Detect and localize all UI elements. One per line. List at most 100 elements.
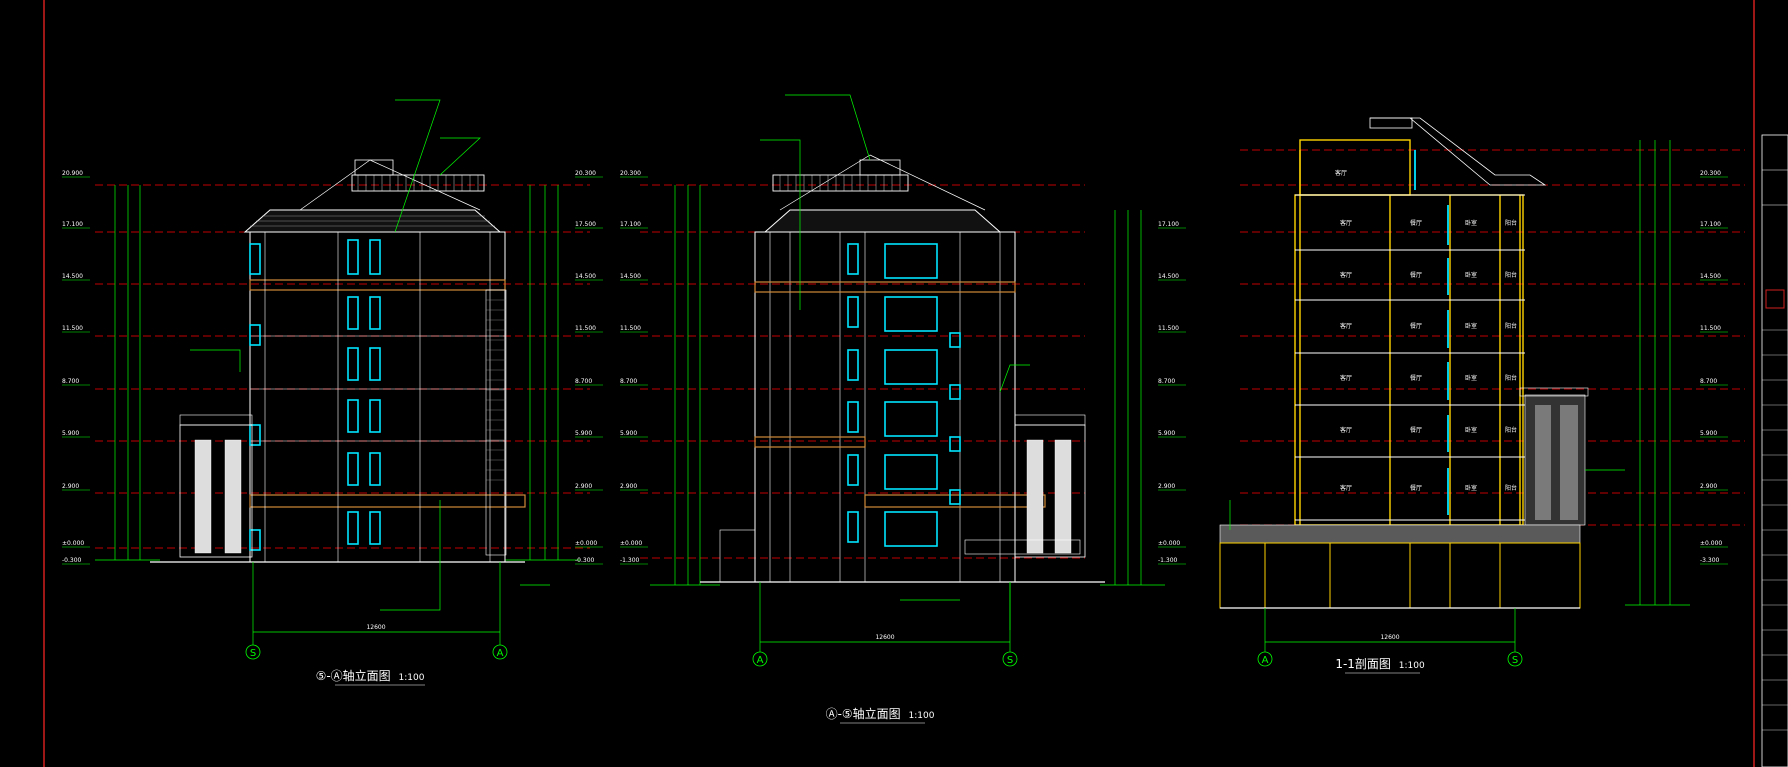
axis-bubble-left [752, 651, 768, 667]
title-text: Ⓐ-⑤轴立面图 [826, 706, 901, 721]
drawing-title: 1-1剖面图 1:100 [1335, 657, 1425, 671]
title-text: ⑤-Ⓐ轴立面图 [316, 668, 391, 683]
room-label: 餐厅 [1410, 219, 1422, 227]
room-label: 阳台 [1505, 426, 1517, 434]
room-label: 卧室 [1465, 271, 1477, 279]
level-label: 11.500 [620, 325, 641, 332]
level-label: -1.300 [1158, 557, 1178, 564]
drawing-title: Ⓐ-⑤轴立面图 1:100 [826, 706, 935, 721]
title-scale: 1:100 [398, 673, 424, 683]
axis-bubble-right [1507, 651, 1523, 667]
level-label: -0.300 [575, 557, 595, 564]
axis-label-left: S [250, 648, 256, 659]
level-lines [1240, 149, 1745, 526]
room-label: 阳台 [1505, 322, 1517, 330]
overall-dimension: 12600 [366, 624, 385, 631]
elevation-a-s: 12600 A S Ⓐ-⑤轴立面图 1:100 [640, 94, 1165, 724]
drawing-frame [43, 0, 1755, 767]
section-walls [1294, 139, 1524, 526]
level-lines [640, 184, 1085, 559]
room-label: 客厅 [1340, 271, 1352, 279]
level-label: 8.700 [1158, 378, 1175, 385]
room-label: 餐厅 [1410, 322, 1422, 330]
dimension-chain-left [650, 185, 720, 586]
level-label: 11.500 [1700, 325, 1721, 332]
level-label: 17.100 [620, 221, 641, 228]
room-label: 卧室 [1465, 426, 1477, 434]
level-label: ±0.000 [1158, 540, 1180, 547]
title-text: 1-1剖面图 [1335, 657, 1391, 671]
room-label: 卧室 [1465, 374, 1477, 382]
level-label: 2.900 [62, 483, 79, 490]
room-label: 餐厅 [1410, 374, 1422, 382]
axis-bubble-left [245, 644, 261, 660]
title-scale: 1:100 [908, 711, 934, 721]
elevation-s-a: 12600 S A ⑤-Ⓐ轴立面图 1:100 [95, 99, 590, 686]
level-label: -0.300 [62, 557, 82, 564]
level-label: 8.700 [575, 378, 592, 385]
dimension-chain-right [505, 185, 580, 561]
room-label: 卧室 [1465, 219, 1477, 227]
room-label: 客厅 [1340, 322, 1352, 330]
level-label: 14.500 [62, 273, 83, 280]
room-label: 客厅 [1340, 426, 1352, 434]
room-label: 餐厅 [1410, 271, 1422, 279]
low-wing [1014, 424, 1086, 558]
level-label: 11.500 [62, 325, 83, 332]
level-label: 2.900 [575, 483, 592, 490]
room-label: 客厅 [1340, 484, 1352, 492]
level-label: 5.900 [620, 430, 637, 437]
axis-bubble-right [1002, 651, 1018, 667]
level-label: 20.900 [62, 170, 83, 177]
level-label: -1.300 [620, 557, 640, 564]
level-label: 17.100 [1700, 221, 1721, 228]
level-label: 8.700 [1700, 378, 1717, 385]
axis-label-right: A [497, 648, 504, 659]
level-label: ±0.000 [62, 540, 84, 547]
dimension-chain-left [95, 185, 160, 561]
room-label: 餐厅 [1410, 426, 1422, 434]
room-label: 阳台 [1505, 271, 1517, 279]
level-label: -3.300 [1700, 557, 1720, 564]
dimension-chain-right [1625, 140, 1690, 606]
stair-column [485, 289, 507, 556]
level-label: 14.500 [1700, 273, 1721, 280]
level-label: ±0.000 [620, 540, 642, 547]
level-label: 17.100 [1158, 221, 1179, 228]
level-label: ±0.000 [575, 540, 597, 547]
room-label: 客厅 [1335, 169, 1347, 177]
axis-label-left: A [1262, 655, 1269, 666]
room-label: 阳台 [1505, 374, 1517, 382]
windows [249, 239, 381, 551]
level-label: 17.100 [62, 221, 83, 228]
room-label: 阳台 [1505, 484, 1517, 492]
level-label: ±0.000 [1700, 540, 1722, 547]
room-label: 卧室 [1465, 322, 1477, 330]
axis-label-right: S [1512, 655, 1518, 666]
floor-bands [754, 281, 1046, 508]
level-label: 5.900 [575, 430, 592, 437]
level-label: 5.900 [1158, 430, 1175, 437]
room-label: 阳台 [1505, 219, 1517, 227]
level-label: 20.300 [1700, 170, 1721, 177]
roof-parapet [351, 174, 485, 192]
level-label: 5.900 [1700, 430, 1717, 437]
drawing-title: ⑤-Ⓐ轴立面图 1:100 [316, 668, 425, 683]
floor-slabs [1295, 194, 1525, 521]
level-label: 8.700 [620, 378, 637, 385]
level-lines [95, 184, 590, 549]
overall-dimension: 12600 [1380, 634, 1399, 641]
level-label: 17.500 [575, 221, 596, 228]
room-label: 餐厅 [1410, 484, 1422, 492]
title-block [1761, 134, 1788, 767]
section-windows [1414, 150, 1449, 515]
basement-slab [1219, 524, 1581, 544]
room-label: 客厅 [1340, 219, 1352, 227]
room-label: 卧室 [1465, 484, 1477, 492]
windows [847, 243, 961, 547]
level-label: 2.900 [620, 483, 637, 490]
level-label: 11.500 [575, 325, 596, 332]
level-label: 14.500 [620, 273, 641, 280]
level-label: 2.900 [1700, 483, 1717, 490]
